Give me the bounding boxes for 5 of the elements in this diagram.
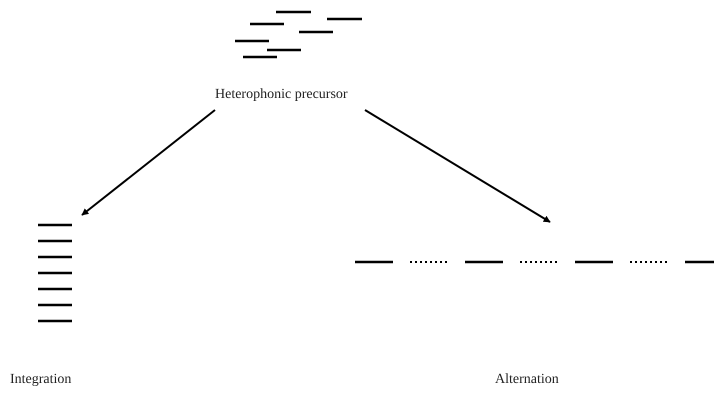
caption-label: Integration [10,372,72,388]
caption-label: Alternation [495,372,559,388]
arrow [364,109,551,223]
caption-label: Heterophonic precursor [215,87,348,103]
arrow [81,109,216,216]
